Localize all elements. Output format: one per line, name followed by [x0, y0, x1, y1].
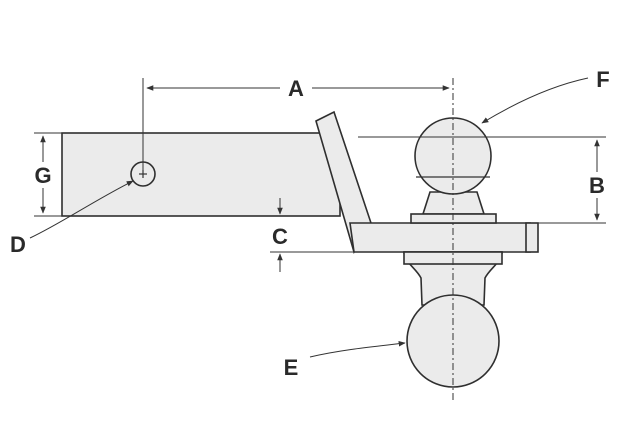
leader-e: [309, 340, 406, 358]
shank: [61, 132, 341, 217]
label-b: B: [589, 173, 605, 198]
ball-platform: [349, 222, 531, 253]
leader-f: [481, 77, 589, 124]
platform-end: [525, 222, 539, 253]
label-c: C: [272, 224, 288, 249]
label-a: A: [288, 76, 304, 101]
leader-d: [29, 180, 134, 239]
label-e: E: [284, 355, 299, 380]
label-g: G: [34, 163, 51, 188]
label-f: F: [596, 67, 609, 92]
label-d: D: [10, 232, 26, 257]
